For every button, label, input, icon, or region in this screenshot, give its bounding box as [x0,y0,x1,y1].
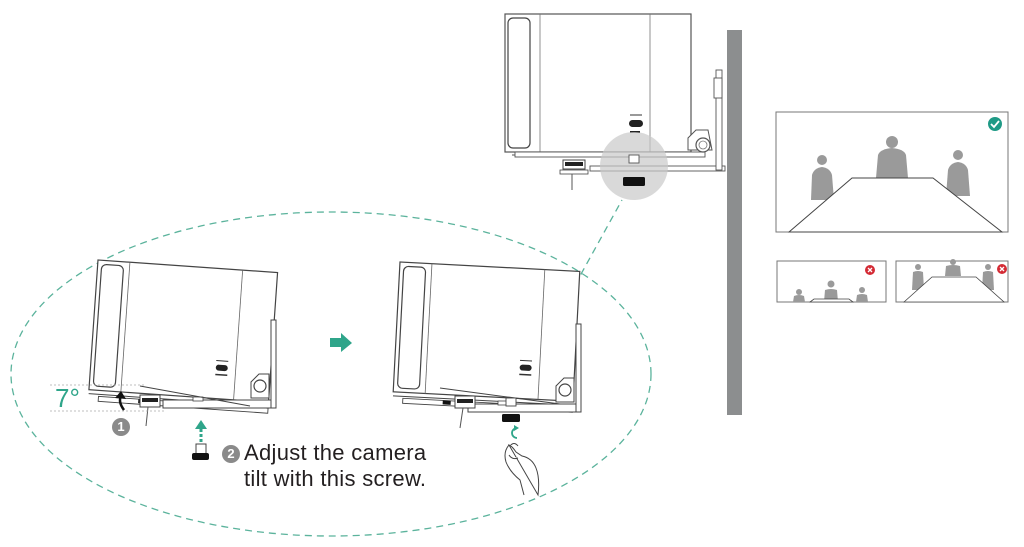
tilt-screw-icon [623,177,645,186]
instruction-text: Adjust the camera tilt with this screw. [244,440,426,492]
camera-before [87,259,279,414]
next-step-arrow-icon [330,333,352,352]
instruction-line-1: Adjust the camera [244,440,427,465]
highlight-circle [600,132,668,200]
framing-too-high [895,259,1009,303]
wall [727,30,742,415]
check-icon [988,117,1002,131]
camera-after [391,261,581,413]
hand-icon [504,443,540,497]
callout-ellipse [10,211,652,537]
step-2-badge: 2 [222,445,240,463]
tilt-angle-label: 7° [55,383,80,413]
screw-icon-after [502,414,520,422]
instruction-line-2: tilt with this screw. [244,466,427,491]
step-1-badge: 1 [112,418,130,436]
screw-icon [192,443,209,460]
screw-up-arrow-icon [195,420,207,442]
mounted-camera [504,13,726,190]
framing-too-low [776,260,887,303]
framing-correct [775,111,1009,233]
